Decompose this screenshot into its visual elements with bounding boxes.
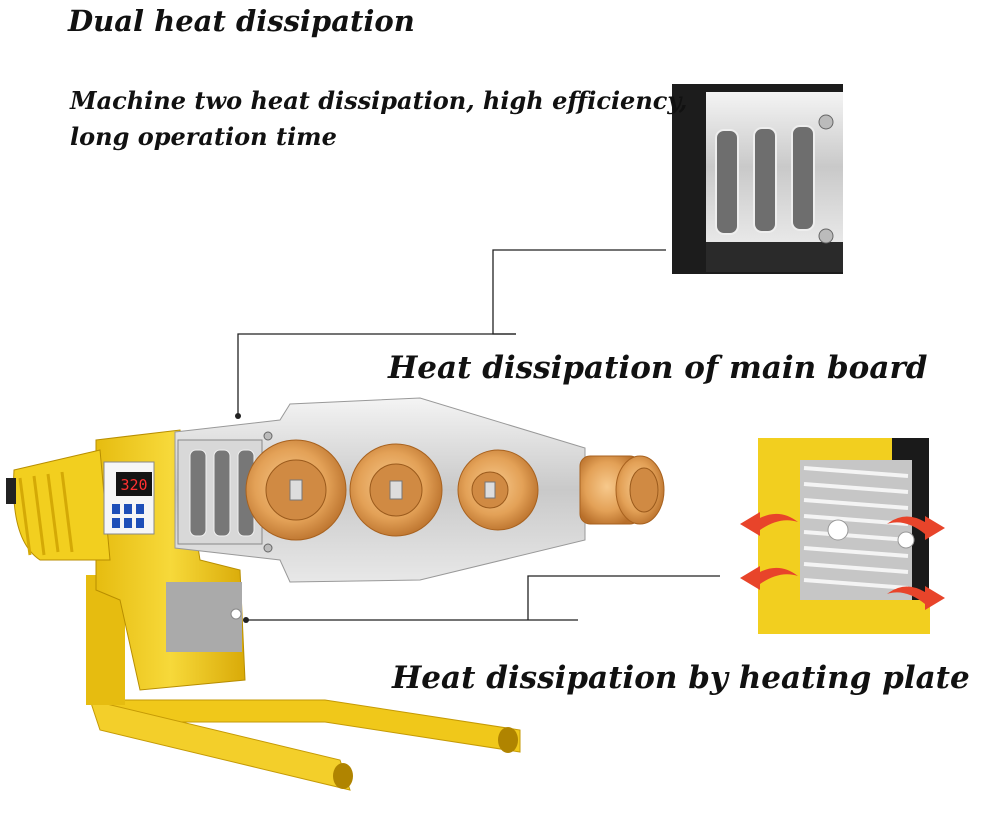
heating-plate-inset-photo <box>740 438 945 634</box>
callout-lines <box>237 249 720 621</box>
machine-stand <box>86 575 521 791</box>
main-board-callout-dot <box>235 413 241 419</box>
copper-sockets <box>245 439 665 541</box>
subtitle-line-1: Machine two heat dissipation, high effic… <box>70 86 688 115</box>
page-title: Dual heat dissipation <box>68 4 415 38</box>
heating-plate-callout-dot <box>243 617 249 623</box>
subtitle-line-2: long operation time <box>70 122 337 151</box>
heating-plate-callout-label: Heat dissipation by heating plate <box>392 660 970 696</box>
main-board-inset-photo <box>672 84 843 274</box>
temperature-readout: 320 <box>120 476 147 494</box>
main-board-callout-label: Heat dissipation of main board <box>388 350 928 386</box>
heat-flow-arrows <box>740 512 945 610</box>
